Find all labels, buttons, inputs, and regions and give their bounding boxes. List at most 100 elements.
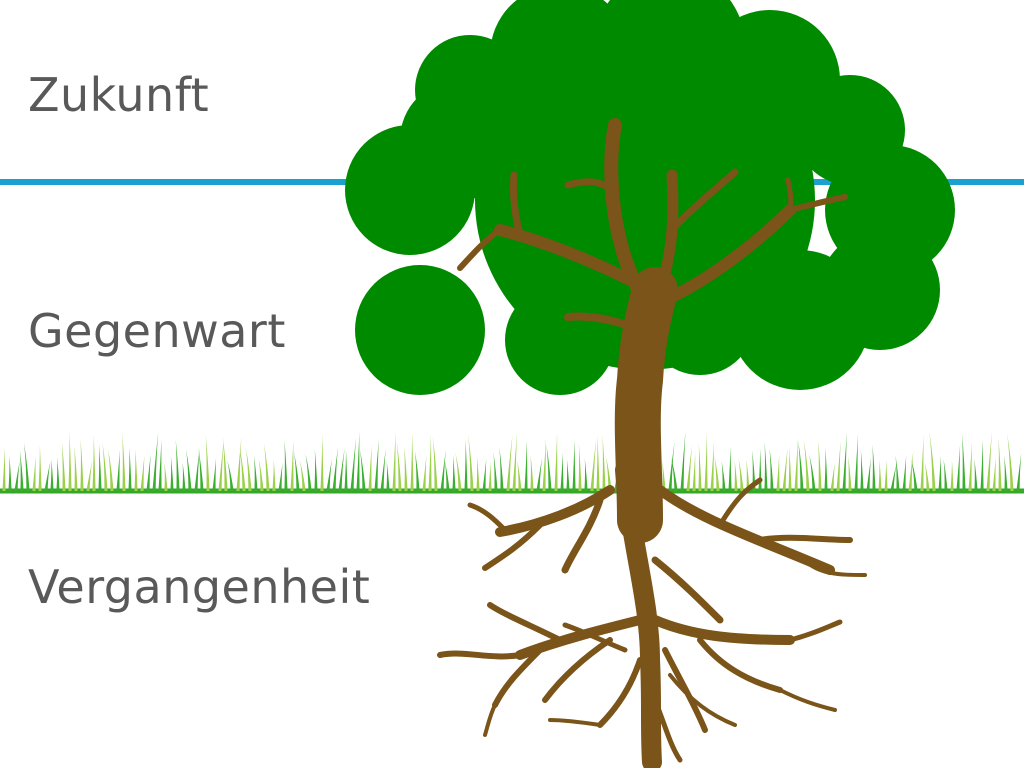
grass-blade	[530, 454, 534, 491]
grass-blade	[218, 441, 224, 491]
grass-blade	[19, 449, 24, 491]
grass-blade	[140, 455, 145, 491]
grass-blade	[432, 436, 438, 491]
grass-blade	[911, 458, 918, 491]
grass-blade	[788, 447, 792, 491]
grass-blade	[182, 462, 186, 491]
grass-blade	[566, 459, 570, 491]
grass-blade	[278, 462, 283, 491]
grass-blade	[769, 448, 774, 491]
grass-blade	[212, 458, 217, 491]
grass-blade	[524, 439, 528, 491]
grass-blade	[776, 454, 780, 491]
grass-blade	[848, 455, 852, 491]
grass-blade	[410, 432, 414, 491]
grass-blade	[794, 438, 798, 491]
grass-blade	[152, 432, 159, 491]
grass-blade	[499, 447, 504, 491]
grass-blade	[175, 439, 180, 491]
grass-blade	[542, 437, 547, 491]
grass-blade	[468, 434, 474, 491]
grass-blade	[392, 431, 396, 491]
grass-blade	[158, 439, 162, 491]
grass-blade	[359, 448, 366, 491]
grass-blade	[546, 444, 552, 491]
grass-blade	[734, 460, 738, 491]
grass-blade	[440, 449, 446, 491]
grass-blade	[236, 436, 242, 491]
grass-blade	[962, 432, 966, 491]
grass-blade	[380, 448, 386, 491]
grass-blade	[326, 459, 332, 491]
grass-blade	[414, 450, 420, 491]
grass-blade	[698, 442, 702, 491]
grass-blade	[830, 462, 835, 491]
grass-blade	[284, 439, 288, 491]
grass-blade	[8, 455, 12, 491]
grass-blade	[44, 461, 51, 491]
grass-blade	[293, 451, 300, 491]
grass-blade	[194, 448, 200, 491]
grass-blade	[758, 448, 762, 491]
grass-blade	[74, 445, 78, 491]
grass-blade	[253, 455, 258, 491]
grass-blade	[512, 432, 518, 491]
grass-blade	[332, 447, 339, 491]
grass-blade	[102, 442, 108, 491]
grass-blade	[239, 447, 246, 491]
grass-blade	[920, 435, 924, 491]
grass-blade	[710, 441, 715, 491]
grass-blade	[128, 447, 132, 491]
grass-blade	[116, 449, 120, 491]
grass-blade	[98, 443, 102, 491]
label-future: Zukunft	[28, 68, 210, 122]
grass-blade	[605, 455, 612, 491]
grass-blade	[950, 460, 954, 491]
grass-blade	[782, 448, 788, 491]
grass-blade	[902, 455, 907, 491]
grass-blade	[803, 438, 810, 491]
grass-blade	[185, 448, 192, 491]
grass-blade	[662, 460, 666, 491]
grass-blade	[602, 434, 606, 491]
grass-blade	[714, 455, 720, 491]
grass-blade	[560, 452, 564, 491]
grass-blade	[686, 444, 693, 491]
grass-blade	[746, 459, 750, 491]
grass-blade	[974, 458, 978, 491]
grass-blade	[134, 448, 138, 491]
grass-blade	[1007, 432, 1014, 491]
grass-blade	[818, 439, 822, 491]
grass-blade	[798, 439, 804, 491]
grass-blade	[428, 433, 432, 491]
grass-blade	[943, 459, 948, 491]
grass-blade	[338, 448, 345, 491]
grass-blade	[668, 441, 675, 491]
grass-blade	[86, 460, 93, 491]
grass-blade	[146, 454, 151, 491]
tree-icon	[345, 0, 955, 395]
grass-blade	[356, 431, 360, 491]
grass-blade	[866, 457, 871, 491]
grass-blade	[929, 431, 936, 491]
grass-blade	[258, 458, 264, 491]
tree-trunk	[457, 118, 848, 543]
grass-blade	[305, 453, 312, 491]
grass-blade	[350, 437, 357, 491]
grass-blade	[554, 432, 558, 491]
grass-blade	[536, 457, 543, 491]
grass-blade	[908, 450, 914, 491]
grass-blade	[122, 432, 126, 491]
grass-blade	[764, 441, 768, 491]
grass-blade	[854, 434, 858, 491]
grass-blade	[968, 441, 973, 491]
grass-blade	[506, 434, 513, 491]
grass-blade	[738, 458, 744, 491]
grass-blade	[2, 447, 6, 491]
grass-blade	[590, 438, 597, 491]
grass-blade	[92, 434, 96, 491]
grass-blade	[386, 461, 390, 491]
grass-blade	[872, 444, 876, 491]
grass-icon	[2, 431, 1022, 491]
